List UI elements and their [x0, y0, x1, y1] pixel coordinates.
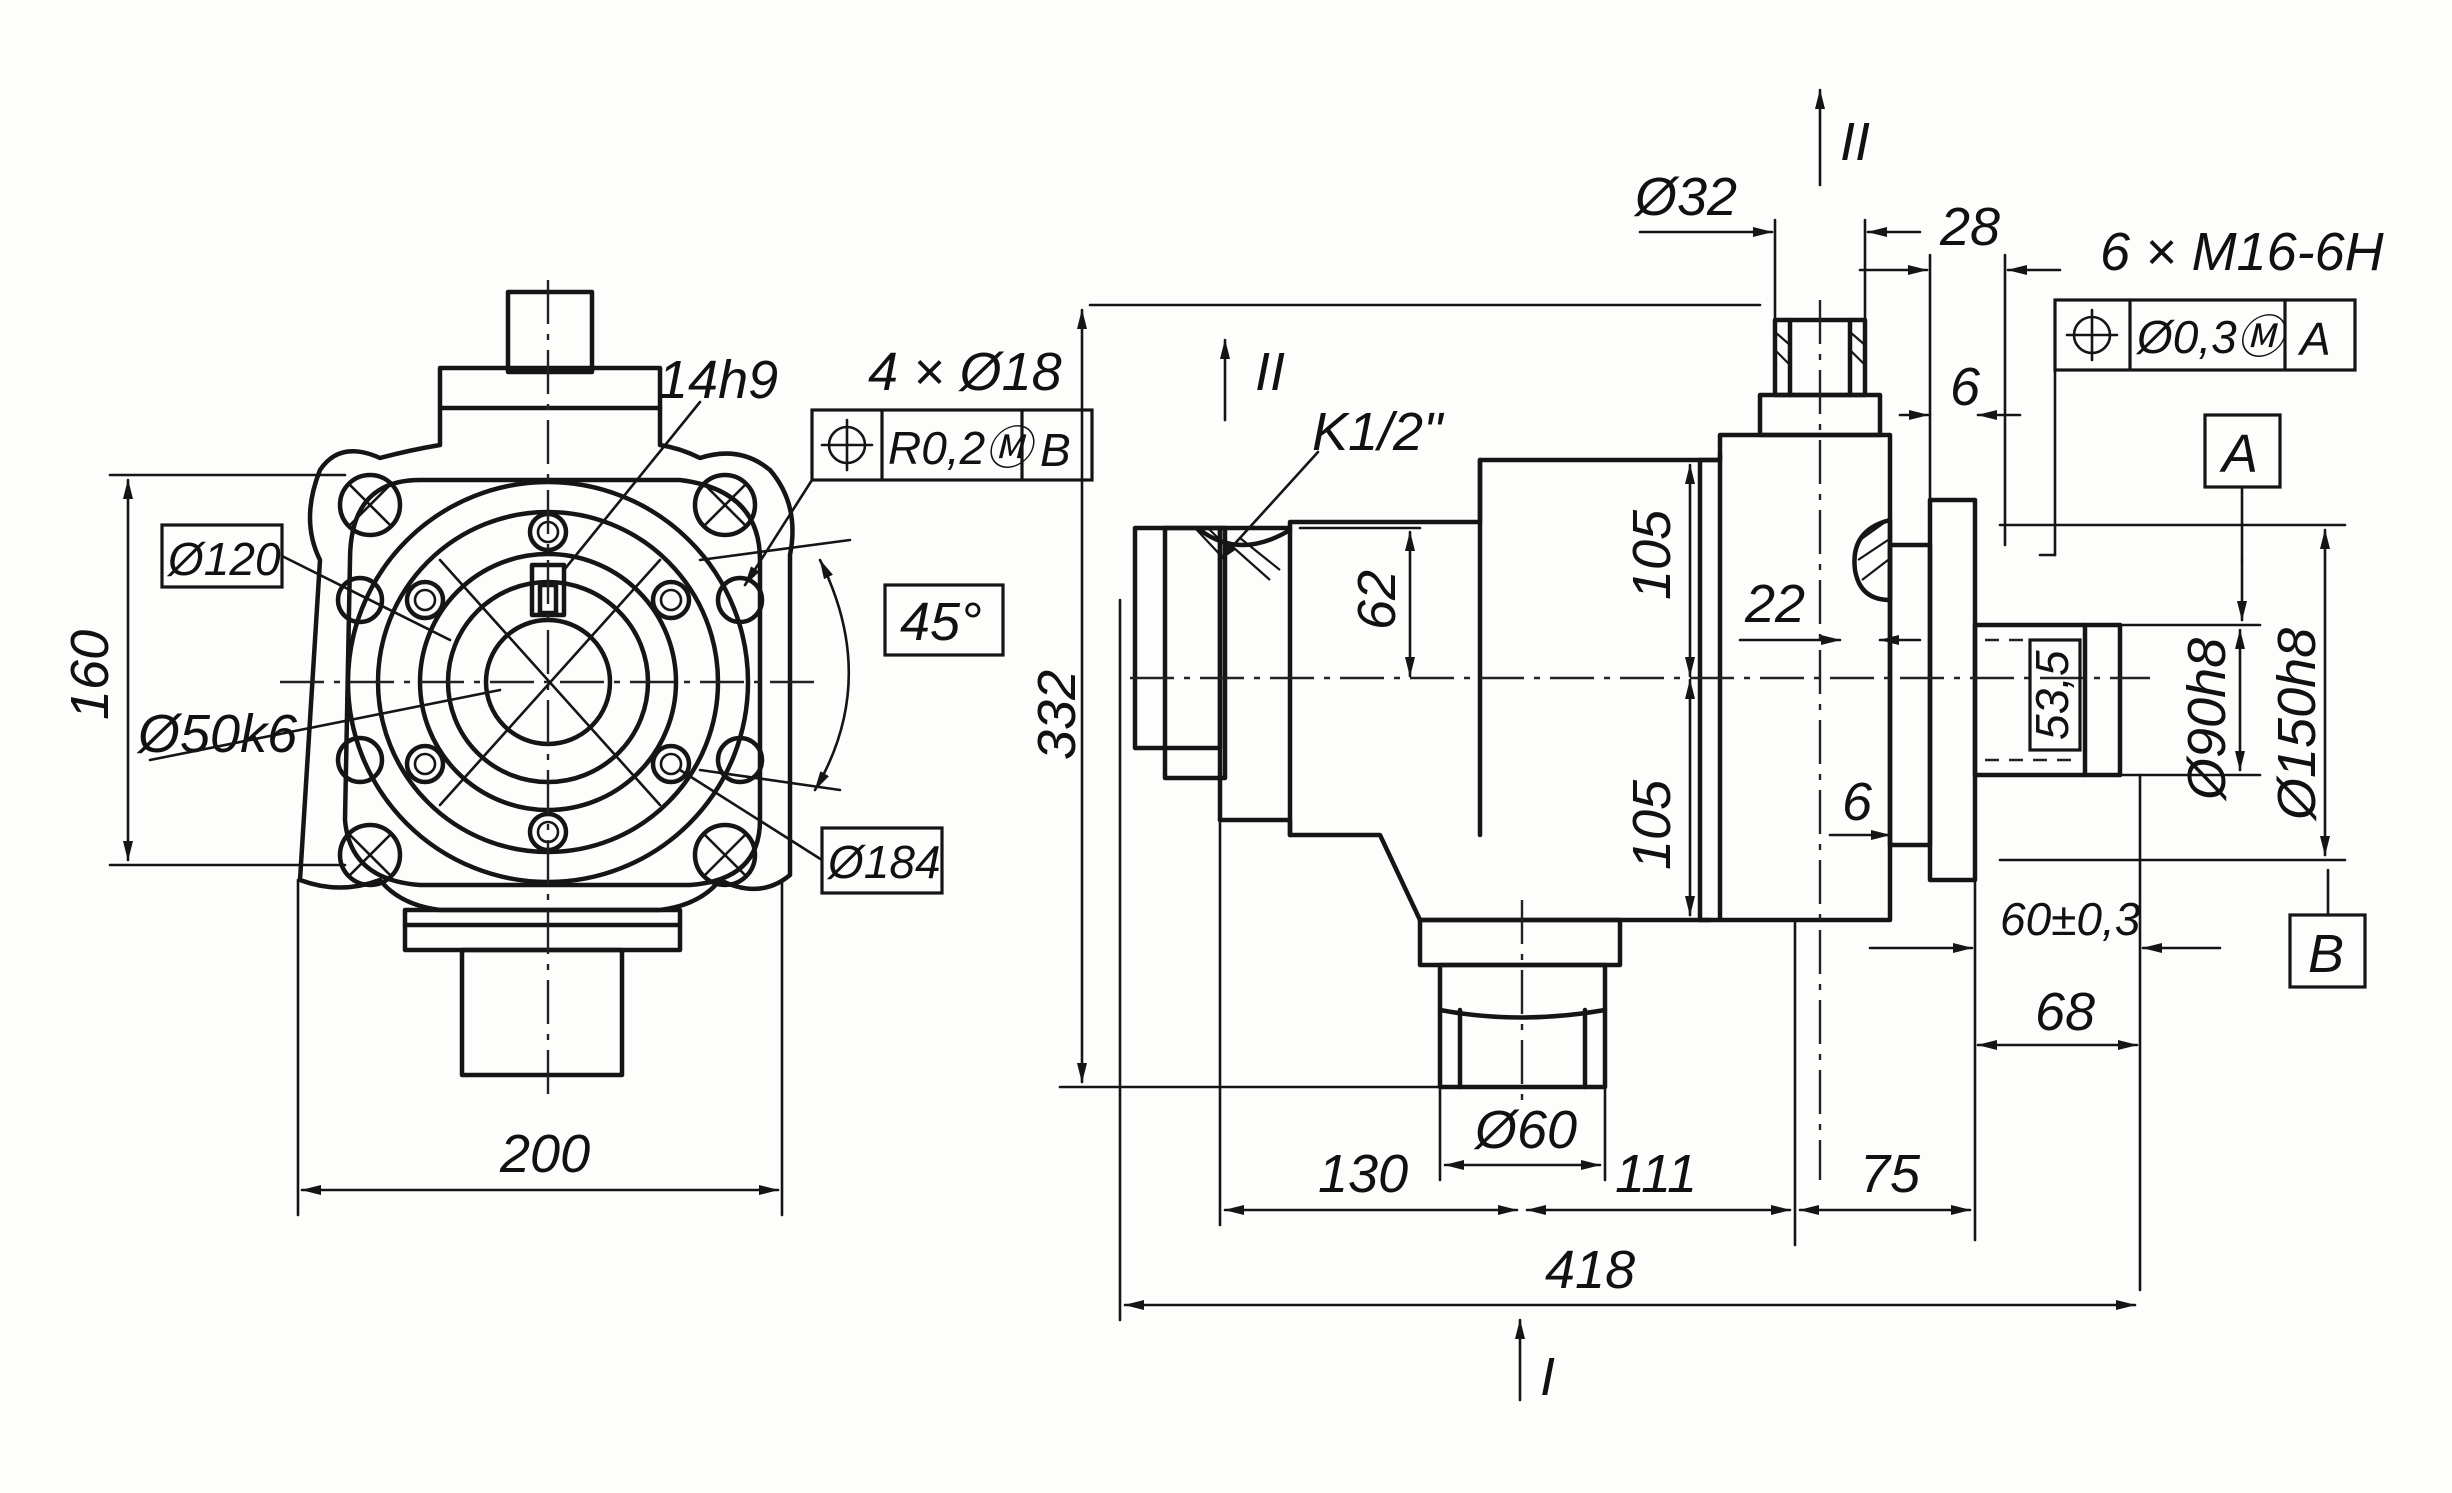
bottom-shaft-stub: [459, 947, 625, 1078]
dim-53-box: [2028, 638, 2082, 752]
dim-28-label: 28: [1939, 197, 2000, 257]
dim-418-label: 418: [1545, 1240, 1635, 1300]
dim-200-label: 200: [499, 1124, 590, 1184]
frame-b-datum: B: [1040, 424, 1071, 476]
dim-22-label: 22: [1744, 574, 1805, 634]
top-flange: [437, 365, 663, 411]
datum-b-label: B: [2308, 924, 2344, 984]
top-shaft-stub: [505, 289, 595, 375]
frame-a-datum: A: [2297, 313, 2331, 365]
dim-6-bottom-label: 6: [1842, 772, 1873, 832]
dim-105-bottom-label: 105: [1622, 779, 1682, 870]
dim-6-top-label: 6: [1950, 357, 1981, 417]
dim-thread-label: K1/2": [1312, 402, 1445, 462]
dim-68-label: 68: [2035, 982, 2095, 1042]
datum-a-label: A: [2219, 424, 2258, 484]
view-arrow-bottom: I: [1515, 1318, 1555, 1407]
dim-75-label: 75: [1860, 1144, 1921, 1204]
dim-130-label: 130: [1318, 1144, 1408, 1204]
frame-b-tolerance: R0,2Ⓜ: [888, 422, 1037, 474]
view-arrow-top: II: [1815, 88, 1870, 187]
view-top-label: II: [1840, 112, 1870, 172]
dim-45-label: 45°: [900, 592, 982, 652]
mounting-holes: [335, 472, 765, 888]
bottom-shaft: [1437, 962, 1608, 1090]
bottom-flange: [402, 907, 683, 953]
feature-control-frame-a: Ø0,3Ⓜ A: [2053, 298, 2357, 372]
dim-332-label: 332: [1027, 670, 1087, 760]
angle-arc: [813, 558, 851, 792]
right-view: 332 K1/2" 62 105 105 22 6 Ø32 28 6: [1027, 88, 2385, 1407]
dim-53-label: 53,5: [2026, 650, 2078, 740]
dim-150-label: Ø150h8: [2267, 628, 2327, 822]
dim-4x18-label: 4 × Ø18: [868, 342, 1062, 402]
dim-50k6-label: Ø50k6: [136, 704, 298, 764]
housing-outline: [297, 405, 795, 913]
port-boss: [1132, 525, 1223, 751]
dim-62-label: 62: [1347, 570, 1407, 630]
left-view: 200 160 Ø120 Ø50k6 14h9 4 × Ø18 R0,2Ⓜ B: [60, 280, 1094, 1217]
top-shaft-hatch: [1774, 331, 1866, 366]
view-bottom-label: I: [1540, 1347, 1555, 1407]
dim-14h9-label: 14h9: [658, 350, 778, 410]
view-arrow-left: II: [1220, 338, 1285, 422]
dim-111-label: 111: [1615, 1144, 1697, 1204]
dim-60-label: Ø60: [1473, 1100, 1577, 1160]
dim-60tol-label: 60±0,3: [2000, 893, 2141, 945]
dim-holes-label: 6 × M16-6H: [2100, 222, 2385, 282]
right-flange: [1887, 542, 1933, 848]
frame-a-tolerance: Ø0,3Ⓜ: [2135, 311, 2289, 363]
feature-control-frame-b: R0,2Ⓜ B: [810, 408, 1094, 482]
view-left-label: II: [1255, 342, 1285, 402]
tapped-hole: [1852, 517, 1893, 603]
dim-120-label: Ø120: [166, 533, 281, 585]
dim-32-label: Ø32: [1633, 167, 1737, 227]
dim-45-box: [883, 583, 1005, 657]
dim-160-label: 160: [60, 630, 120, 720]
dim-90-label: Ø90h8: [2177, 638, 2237, 802]
dim-105-top-label: 105: [1622, 509, 1682, 600]
bottom-shaft-flange: [1417, 917, 1623, 968]
right-flange-outer: [1927, 497, 1978, 883]
output-spigot: [1972, 622, 2088, 778]
dim-184-label: Ø184: [826, 836, 941, 888]
